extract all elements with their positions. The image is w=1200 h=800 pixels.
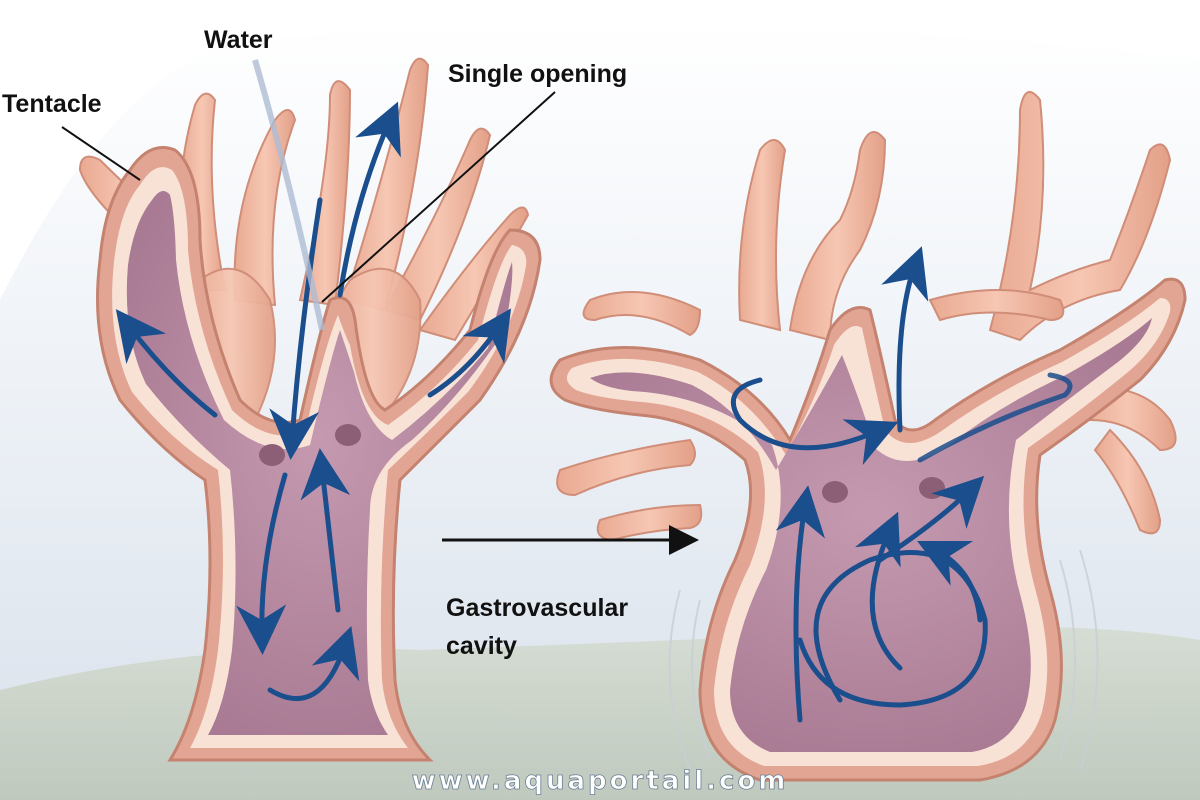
label-cavity: cavity <box>446 632 517 660</box>
flow-arrow-icon <box>115 309 218 418</box>
flow-arrows-right <box>730 246 1073 723</box>
pore-icon <box>259 444 285 466</box>
water-ripples <box>668 549 1099 771</box>
hydra-left <box>78 57 542 762</box>
flow-arrow-icon <box>300 448 351 613</box>
flow-arrow-icon <box>269 197 323 460</box>
water-stream <box>252 59 325 331</box>
flow-arrow-icon <box>881 246 929 433</box>
flow-arrow-icon <box>797 550 988 708</box>
flow-arrow-icon <box>337 101 401 298</box>
flow-arrow-icon <box>854 511 903 671</box>
single-opening-leader-line <box>321 91 556 303</box>
flow-arrow-icon <box>730 377 899 466</box>
tentacles-right <box>556 91 1177 542</box>
flow-arrows-left <box>115 101 512 702</box>
watermark: www.aquaportail.com <box>412 766 789 796</box>
flow-arrow-icon <box>917 372 1073 463</box>
label-gastrovascular: Gastrovascular <box>446 594 628 622</box>
flow-arrow-icon <box>267 626 360 702</box>
label-water: Water <box>204 26 273 54</box>
hydra-right <box>549 91 1187 782</box>
flow-arrow-icon <box>917 541 983 623</box>
label-single-opening: Single opening <box>448 60 627 88</box>
pore-icon <box>335 424 361 446</box>
pore-icon <box>919 477 945 499</box>
flow-arrow-icon <box>877 475 985 563</box>
flow-arrow-icon <box>775 485 826 723</box>
flow-arrow-icon <box>236 472 288 655</box>
tentacle-leader-line <box>61 126 141 181</box>
flow-arrow-icon <box>427 308 512 398</box>
pore-icon <box>822 481 848 503</box>
label-tentacle: Tentacle <box>2 90 102 118</box>
